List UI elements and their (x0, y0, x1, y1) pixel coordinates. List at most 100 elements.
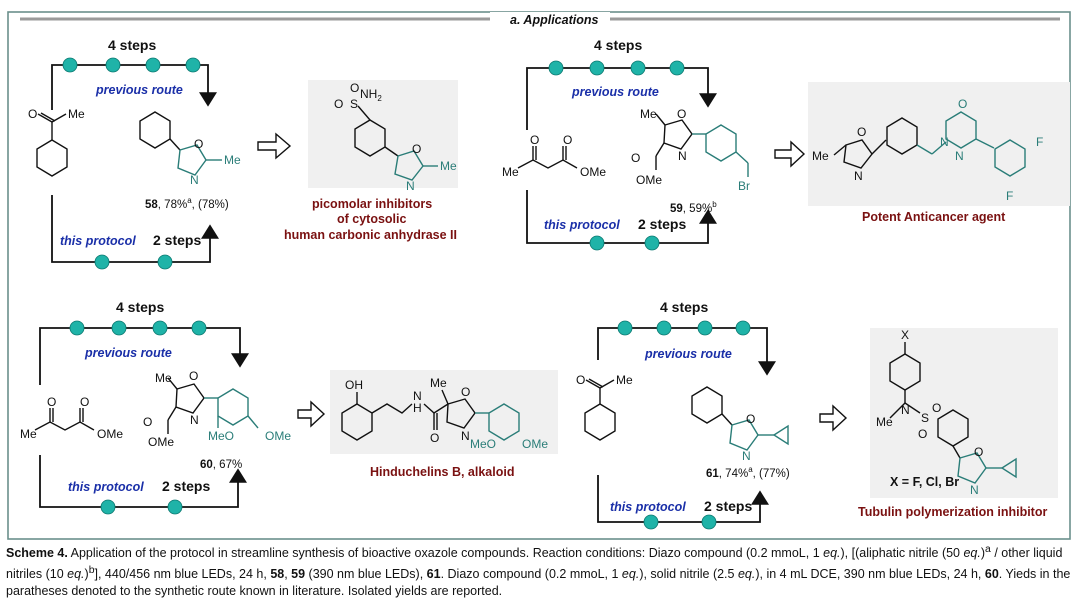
panel-title: a. Applications (510, 13, 598, 27)
step-dot (630, 60, 646, 76)
target-1-line-1: picomolar inhibitors (312, 197, 432, 211)
caption-text: eq. (737, 567, 756, 582)
compound-61-structure (691, 386, 789, 451)
two-steps-label: 2 steps (638, 216, 686, 232)
atom-label: MeO (470, 437, 496, 451)
step-dot (697, 320, 713, 336)
atom-label: Me (440, 159, 457, 173)
atom-label: O (958, 97, 967, 111)
four-steps-label: 4 steps (108, 37, 156, 53)
atom-label: Me (20, 427, 37, 441)
atom-label: O (563, 133, 572, 147)
atom-label: O (932, 401, 941, 415)
atom-label: O (194, 137, 203, 151)
hollow-arrow (297, 400, 326, 428)
step-dot (617, 320, 633, 336)
atom-label: O (918, 427, 927, 441)
target-box-1: S O O NH2 O N Me (308, 80, 458, 193)
atom-label: O (461, 385, 470, 399)
hollow-arrow (774, 140, 806, 168)
route-block-61: 4 steps previous route this protocol 2 s… (576, 299, 790, 530)
caption-text: 61 (426, 567, 441, 582)
atom-label: N (413, 389, 422, 403)
acetophenone-structure (584, 378, 616, 441)
caption-text: . Yieds in the paratheses denoted to the… (6, 567, 1071, 599)
this-protocol-label: this protocol (68, 480, 144, 494)
atom-label: O (857, 125, 866, 139)
atom-label: OMe (580, 165, 606, 179)
step-dot (62, 57, 78, 73)
atom-label: Me (68, 107, 85, 121)
hollow-arrow (257, 132, 292, 160)
caption-text: 60 (984, 567, 999, 582)
atom-label: O (334, 97, 343, 111)
atom-label: Me (155, 371, 172, 385)
atom-label: O (631, 151, 640, 165)
this-protocol-label: this protocol (610, 500, 686, 514)
caption-text: ], 440/456 nm blue LEDs, 24 h, (94, 567, 271, 582)
four-steps-label: 4 steps (660, 299, 708, 315)
methyl-acetoacetate-structure (34, 408, 95, 431)
caption-text: ), solid nitrile (2.5 (639, 567, 738, 582)
atom-label: OMe (148, 435, 174, 449)
target-3-label: Hinduchelins B, alkaloid (370, 465, 514, 479)
step-dot (644, 235, 660, 251)
target-box-2: Me O N O N N F F (808, 82, 1070, 206)
step-dot (701, 514, 717, 530)
atom-label: O (350, 81, 359, 95)
step-dot (105, 57, 121, 73)
atom-label: N (190, 413, 199, 427)
previous-route-label: previous route (571, 85, 659, 99)
caption-text: eq. (621, 567, 640, 582)
step-dot (735, 320, 751, 336)
this-protocol-label: this protocol (60, 234, 136, 248)
caption-text: 58 (270, 567, 285, 582)
caption-text: eq. (67, 567, 85, 582)
target-box-3: OH N H O Me O N MeO OMe (330, 370, 558, 454)
atom-label: Me (640, 107, 657, 121)
step-dot (548, 60, 564, 76)
methyl-acetoacetate-structure (517, 146, 578, 169)
step-dot (167, 499, 183, 515)
atom-label: O (189, 369, 198, 383)
atom-label: Me (224, 153, 241, 167)
atom-label: Me (876, 415, 893, 429)
caption-scheme-label: Scheme 4. (6, 546, 68, 561)
target-box-4: X N Me S O O O N X = F, Cl, Br (870, 328, 1058, 498)
step-dot (656, 320, 672, 336)
atom-label: Me (430, 376, 447, 390)
step-dot (185, 57, 201, 73)
caption-text: ) (980, 546, 986, 561)
compound-60-yield: 60, 67% (200, 459, 242, 471)
atom-label: O (677, 107, 686, 121)
step-dot (669, 60, 685, 76)
route-block-59: 4 steps previous route this protocol 2 s… (502, 37, 750, 251)
atom-label: N (406, 179, 415, 193)
target-1-line-3: human carbonic anhydrase II (284, 228, 457, 242)
atom-label: N (955, 149, 964, 163)
step-dot (145, 57, 161, 73)
target-4-label: Tubulin polymerization inhibitor (858, 505, 1047, 519)
step-dot (589, 235, 605, 251)
atom-label: H (413, 401, 422, 415)
step-dot (589, 60, 605, 76)
atom-label: F (1036, 135, 1043, 149)
step-dot (191, 320, 207, 336)
atom-label: N (190, 173, 199, 187)
this-protocol-label: this protocol (544, 218, 620, 232)
step-dot (100, 499, 116, 515)
previous-route-label: previous route (95, 83, 183, 97)
atom-label: Br (738, 179, 750, 193)
caption-text: b (88, 565, 95, 577)
atom-label: OMe (636, 173, 662, 187)
atom-label: Me (502, 165, 519, 179)
atom-label: OMe (97, 427, 123, 441)
atom-label: MeO (208, 429, 234, 443)
atom-label: O (974, 445, 983, 459)
atom-label: N (742, 449, 751, 463)
compound-59-yield: 59, 59%b (670, 200, 717, 215)
caption-text: eq. (823, 546, 841, 561)
route-block-60: 4 steps previous route this protocol 2 s… (20, 299, 291, 515)
figure-caption: Scheme 4. Application of the protocol in… (6, 541, 1074, 600)
